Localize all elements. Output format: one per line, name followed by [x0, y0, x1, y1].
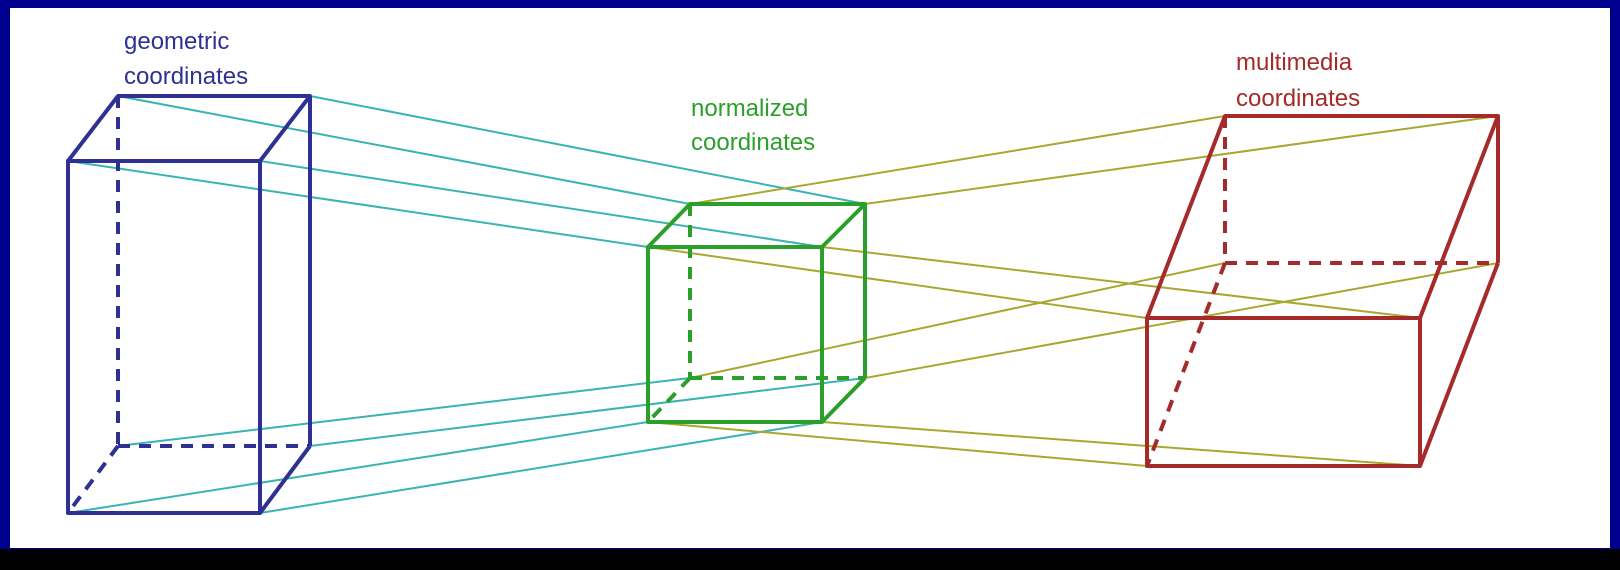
geometric-label-line1: geometric [124, 28, 229, 55]
projection-line [117, 377, 691, 447]
geometric-box-front [66, 159, 262, 515]
projection-line [864, 115, 1499, 205]
geometric-to-normalized-lines [67, 95, 866, 514]
normalized-label-line2: coordinates [691, 129, 815, 156]
bottom-band [0, 549, 1620, 570]
geometric-box [66, 94, 312, 515]
projection-line [259, 160, 823, 248]
projection-line [67, 421, 649, 514]
projection-line [689, 115, 1226, 205]
normalized-box-front [646, 245, 824, 424]
normalized-label-line1: normalized [691, 95, 808, 122]
geometric-box-top [66, 94, 312, 163]
normalized-box-hidden-edges [646, 204, 865, 424]
projection-line [689, 262, 1226, 379]
diagram-panel: geometric coordinates normalized coordin… [10, 8, 1610, 548]
projection-line [309, 95, 866, 205]
projection-line [821, 421, 1421, 467]
projection-line [647, 246, 1148, 319]
projection-line [309, 377, 866, 447]
multimedia-label-line2: coordinates [1236, 85, 1360, 112]
projection-line [117, 95, 691, 205]
projection-line [67, 160, 649, 248]
normalized-box [646, 202, 867, 424]
geometric-label-line2: coordinates [124, 63, 248, 90]
projection-line [259, 421, 823, 514]
multimedia-label-line1: multimedia [1236, 49, 1353, 76]
multimedia-box-hidden-edges [1145, 116, 1498, 467]
multimedia-box-top [1145, 114, 1500, 320]
coordinate-mapping-diagram: geometric coordinates normalized coordin… [66, 28, 1500, 515]
multimedia-box [1145, 114, 1500, 468]
projection-line [821, 246, 1421, 319]
geometric-box-hidden-edges [66, 96, 310, 515]
projection-line [864, 262, 1499, 379]
projection-line [647, 421, 1148, 467]
multimedia-box-front [1145, 316, 1422, 468]
normalized-to-multimedia-lines [647, 115, 1499, 467]
